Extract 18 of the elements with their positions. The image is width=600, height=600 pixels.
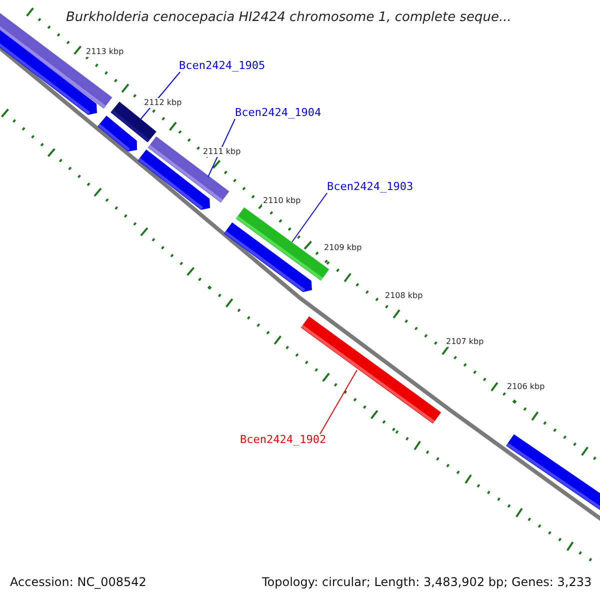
scale-label: 2108 kbp: [384, 291, 424, 301]
scale-label: 2106 kbp: [506, 382, 546, 392]
gene-label: Bcen2424_1902: [240, 434, 326, 445]
gene-label: Bcen2424_1904: [235, 107, 322, 118]
scale-label: 2107 kbp: [445, 337, 485, 347]
gene-label: Bcen2424_1903: [327, 181, 414, 192]
gene-feature-bar: [300, 316, 442, 424]
scale-label: 2112 kbp: [143, 98, 183, 108]
scale-label: 2111 kbp: [202, 147, 242, 157]
scale-label: 2110 kbp: [262, 196, 302, 206]
footer-text: Topology: circular; Length: 3,483,902 bp; Genes: 3,233: [262, 576, 592, 588]
footer-text: Accession: NC_008542: [10, 576, 146, 588]
title: Burkholderia cenocepacia HI2424 chromosome 1, complete seque...: [66, 11, 512, 24]
leader-line: [320, 370, 358, 434]
leader-line: [292, 192, 328, 242]
scale-label: 2113 kbp: [85, 47, 125, 57]
gene-label: Bcen2424_1905: [179, 60, 266, 71]
scale-label: 2109 kbp: [323, 243, 363, 253]
